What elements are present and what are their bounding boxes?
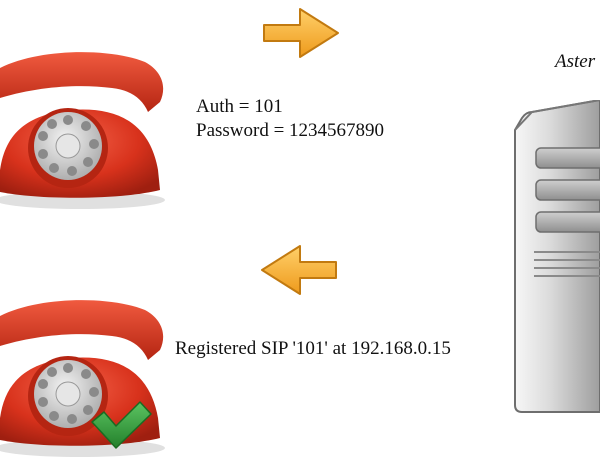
- top-phone-icon: [0, 52, 165, 209]
- auth-text: Auth = 101: [196, 96, 283, 117]
- password-text: Password = 1234567890: [196, 120, 385, 141]
- registered-text: Registered SIP '101' at 192.168.0.15: [175, 338, 451, 359]
- bottom-phone-icon: [0, 300, 165, 457]
- server-label: Aster: [555, 51, 596, 72]
- arrow-left-icon: [261, 245, 337, 295]
- server-icon: [514, 100, 600, 413]
- arrow-right-icon: [263, 8, 339, 58]
- checkmark-icon: [91, 401, 152, 449]
